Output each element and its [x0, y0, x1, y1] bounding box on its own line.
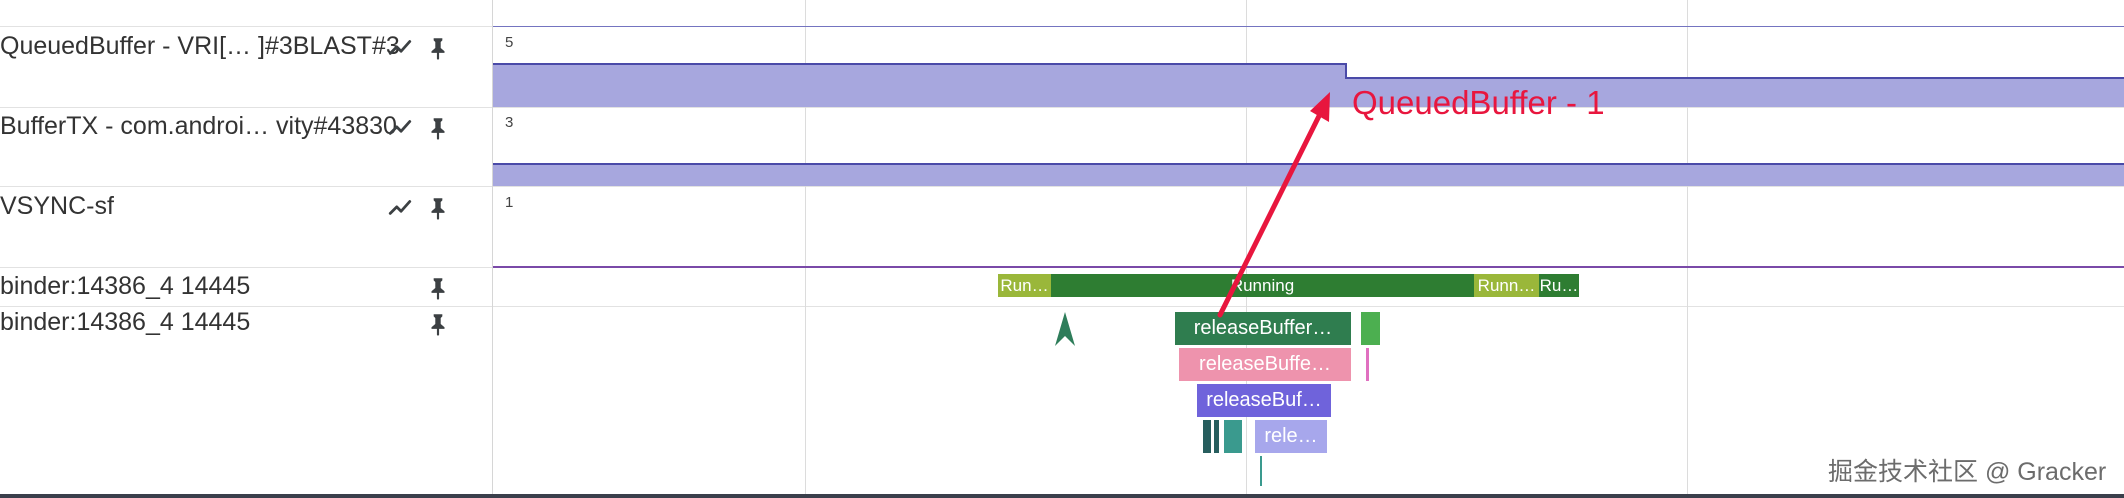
- bottom-bar: [0, 494, 2124, 498]
- line-chart-icon[interactable]: [386, 34, 414, 62]
- slice-small[interactable]: [1361, 312, 1380, 345]
- counter-edge: [1345, 63, 1347, 79]
- pin-icon[interactable]: [424, 194, 452, 222]
- counter-edge: [1346, 77, 2124, 79]
- annotation-arrow: [1217, 92, 1330, 318]
- pin-icon[interactable]: [424, 114, 452, 142]
- track-label-queuedbuffer[interactable]: QueuedBuffer - VRI[… ]#3BLAST#3: [0, 32, 492, 72]
- time-gridline: [1687, 0, 1688, 494]
- track-name: binder:14386_4 14445: [0, 308, 251, 336]
- panel-divider[interactable]: [492, 0, 493, 494]
- time-gridline: [805, 0, 806, 494]
- counter-top-line: [493, 26, 2124, 27]
- track-name: BufferTX - com.androi… vity#43830: [0, 112, 397, 140]
- slice-release-buffer[interactable]: releaseBuffe…: [1179, 348, 1351, 381]
- counter-fill-high[interactable]: [493, 64, 1346, 107]
- watermark: 掘金技术社区 @ Gracker: [1828, 458, 2107, 486]
- counter-fill-low[interactable]: [1346, 78, 2124, 107]
- counter-fill[interactable]: [493, 164, 2124, 186]
- counter-max-label: 5: [505, 34, 514, 51]
- track-label-binder-slices[interactable]: binder:14386_4 14445: [0, 308, 492, 340]
- slice-release-buffer[interactable]: rele…: [1255, 420, 1327, 453]
- annotation-label: QueuedBuffer - 1: [1352, 84, 1605, 121]
- track-labels-panel: QueuedBuffer - VRI[… ]#3BLAST#3 BufferTX…: [0, 0, 492, 498]
- slice-small[interactable]: [1203, 420, 1211, 453]
- thread-state-running[interactable]: Running: [1051, 274, 1474, 297]
- track-name: VSYNC-sf: [0, 192, 114, 220]
- thread-state-runnable[interactable]: Runn…: [1474, 274, 1539, 297]
- track-separator: [0, 107, 2124, 108]
- pin-icon[interactable]: [424, 34, 452, 62]
- sched-wakeup-arrow-icon[interactable]: [1053, 312, 1077, 348]
- track-label-vsync-sf[interactable]: VSYNC-sf: [0, 192, 492, 232]
- timeline-panel[interactable]: 5 3 1 Run… Running Runn… Ru… releaseBuff…: [493, 0, 2124, 494]
- track-label-binder-thread-state[interactable]: binder:14386_4 14445: [0, 272, 492, 304]
- track-name: QueuedBuffer - VRI[… ]#3BLAST#3: [0, 32, 400, 60]
- track-label-buffertx[interactable]: BufferTX - com.androi… vity#43830: [0, 112, 492, 152]
- time-gridline: [1246, 0, 1247, 494]
- slice-small[interactable]: [1214, 420, 1219, 453]
- counter-max-label: 3: [505, 114, 514, 131]
- line-chart-icon[interactable]: [386, 114, 414, 142]
- pin-icon[interactable]: [424, 310, 452, 338]
- counter-max-label: 1: [505, 194, 514, 211]
- track-separator: [0, 186, 2124, 187]
- thread-state-runnable[interactable]: Run…: [998, 274, 1051, 297]
- track-name: binder:14386_4 14445: [0, 272, 251, 300]
- counter-edge: [493, 266, 2124, 268]
- slice-release-buffer[interactable]: releaseBuf…: [1197, 384, 1331, 417]
- slice-release-buffer[interactable]: releaseBuffer…: [1175, 312, 1351, 345]
- slice-small[interactable]: [1260, 456, 1262, 486]
- counter-edge: [493, 163, 2124, 165]
- counter-edge: [493, 63, 1346, 65]
- slice-small[interactable]: [1366, 348, 1369, 381]
- slice-small[interactable]: [1224, 420, 1242, 453]
- track-separator: [0, 306, 2124, 307]
- thread-state-running[interactable]: Ru…: [1539, 274, 1579, 297]
- line-chart-icon[interactable]: [386, 194, 414, 222]
- pin-icon[interactable]: [424, 274, 452, 302]
